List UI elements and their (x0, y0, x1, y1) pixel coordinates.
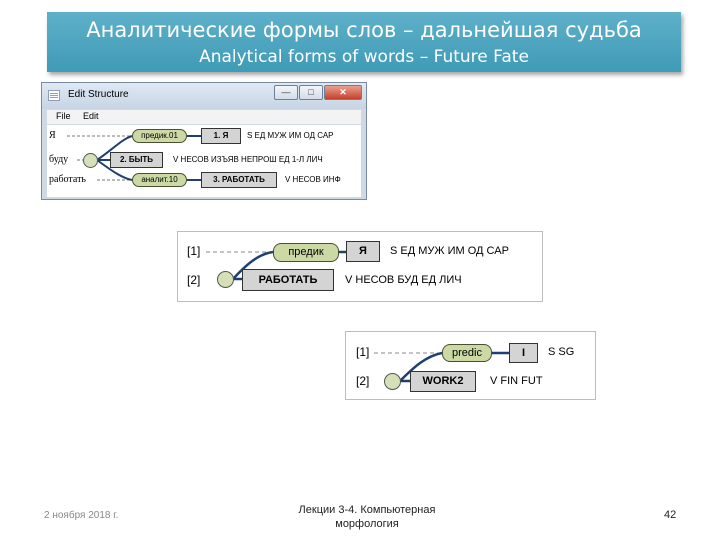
footer-lecture: Лекции 3-4. Компьютерная морфология (298, 504, 436, 530)
footer-date: 2 ноября 2018 г. (44, 510, 119, 521)
menu-edit[interactable]: Edit (83, 111, 99, 121)
lemma-box-en-1[interactable]: I (509, 343, 538, 363)
root-node[interactable] (83, 153, 98, 168)
edit-structure-window: Edit Structure — □ ✕ File Edit Я буду ра… (41, 82, 367, 200)
structure-tree: Я буду работать предик.01 аналит.10 1. Я… (47, 125, 361, 197)
arc-to-predicate (96, 135, 133, 161)
title-english: Analytical forms of words – Future Fate (199, 47, 529, 67)
index-ru-2: [2] (187, 273, 201, 287)
lemma-box-ru-2[interactable]: РАБОТАТЬ (242, 269, 334, 291)
tag-pill-en[interactable]: predic (442, 344, 492, 362)
tree-links (67, 135, 201, 181)
tag-pill-row1[interactable]: предик.01 (132, 129, 187, 143)
lemma-box-ru-1[interactable]: Я (346, 241, 380, 262)
index-en-2: [2] (356, 374, 370, 388)
word-row3: работать (49, 174, 86, 185)
russian-structure-panel: [1] [2] предик Я РАБОТАТЬ S ЕД МУЖ ИМ ОД… (177, 231, 543, 302)
index-en-1: [1] (356, 345, 370, 359)
grammar-ru-1: S ЕД МУЖ ИМ ОД САР (390, 245, 509, 257)
close-button[interactable]: ✕ (324, 85, 362, 100)
word-row1: Я (49, 130, 56, 141)
window-titlebar[interactable]: Edit Structure — □ ✕ (42, 83, 366, 109)
root-node-ru[interactable] (217, 271, 234, 288)
title-banner: Аналитические формы слов – дальнейшая су… (47, 12, 681, 72)
word-row2: буду (49, 154, 69, 165)
grammar-row1: S ЕД МУЖ ИМ ОД САР (247, 131, 334, 140)
grammar-ru-2: V НЕСОВ БУД ЕД ЛИЧ (345, 274, 462, 286)
grammar-en-2: V FIN FUT (490, 375, 543, 387)
menu-file[interactable]: File (56, 111, 71, 121)
lemma-box-row1[interactable]: 1. Я (201, 128, 241, 144)
page-number: 42 (664, 509, 677, 521)
title-russian: Аналитические формы слов – дальнейшая су… (86, 18, 642, 42)
grammar-row3: V НЕСОВ ИНФ (285, 175, 341, 184)
arc-en-predicate (399, 351, 443, 382)
index-ru-1: [1] (187, 244, 201, 258)
grammar-row2: V НЕСОВ ИЗЪЯВ НЕПРОШ ЕД 1-Л ЛИЧ (173, 155, 323, 164)
window-title: Edit Structure (68, 89, 129, 100)
arc-ru-predicate (232, 250, 274, 280)
lemma-box-row2[interactable]: 2. БЫТЬ (110, 152, 163, 168)
english-structure-panel: [1] [2] predic I WORK2 S SG V FIN FUT (345, 331, 596, 400)
arc-to-analytic (96, 159, 133, 181)
window-app-icon (48, 90, 60, 101)
lemma-box-en-2[interactable]: WORK2 (410, 371, 476, 392)
lemma-box-row3[interactable]: 3. РАБОТАТЬ (201, 172, 277, 188)
english-panel-links (374, 351, 509, 383)
russian-panel-links (206, 250, 346, 281)
tag-pill-ru[interactable]: предик (273, 243, 339, 262)
maximize-button[interactable]: □ (299, 85, 323, 100)
grammar-en-1: S SG (548, 346, 575, 358)
menu-bar: File Edit (47, 110, 361, 124)
minimize-button[interactable]: — (274, 85, 298, 100)
root-node-en[interactable] (384, 373, 401, 390)
tag-pill-row3[interactable]: аналит.10 (132, 173, 187, 187)
